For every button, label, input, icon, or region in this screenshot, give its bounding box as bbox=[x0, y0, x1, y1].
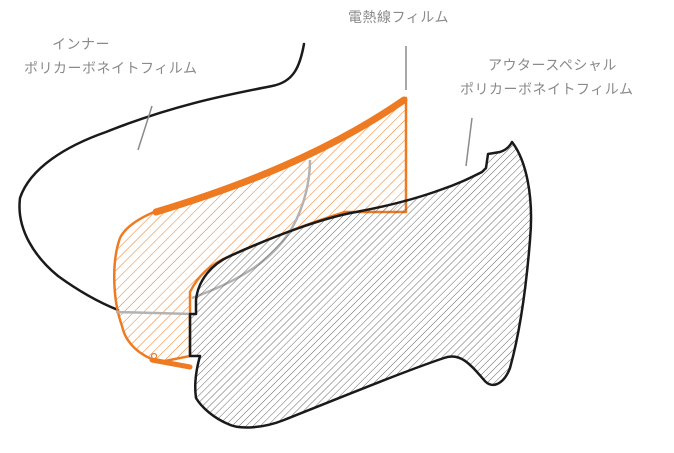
heating-film-top-rim bbox=[152, 96, 408, 216]
leader-lines bbox=[137, 46, 473, 167]
heating-film-terminal bbox=[150, 352, 158, 360]
leader-line-inner bbox=[137, 105, 153, 151]
inner-polycarbonate-film bbox=[18, 42, 306, 312]
inner-film-label-line2: ポリカーボネイトフィルム bbox=[24, 61, 197, 77]
outer-film-body bbox=[188, 140, 533, 429]
outer-film-label-line1: アウタースペシャル bbox=[488, 58, 617, 74]
leader-line-outer bbox=[465, 117, 473, 167]
outer-film-label-line2: ポリカーボネイトフィルム bbox=[460, 82, 633, 98]
inner-film-outline bbox=[18, 42, 306, 312]
inner-film-hidden-base bbox=[115, 310, 193, 316]
inner-film-label-line1: インナー bbox=[52, 37, 110, 53]
heating-film-bottom-rim bbox=[149, 357, 193, 370]
layer-labels: インナー ポリカーボネイトフィルム 電熱線フィルム アウタースペシャル ポリカー… bbox=[24, 10, 633, 98]
heating-film-label: 電熱線フィルム bbox=[348, 10, 449, 26]
outer-special-polycarbonate-film bbox=[188, 140, 533, 429]
